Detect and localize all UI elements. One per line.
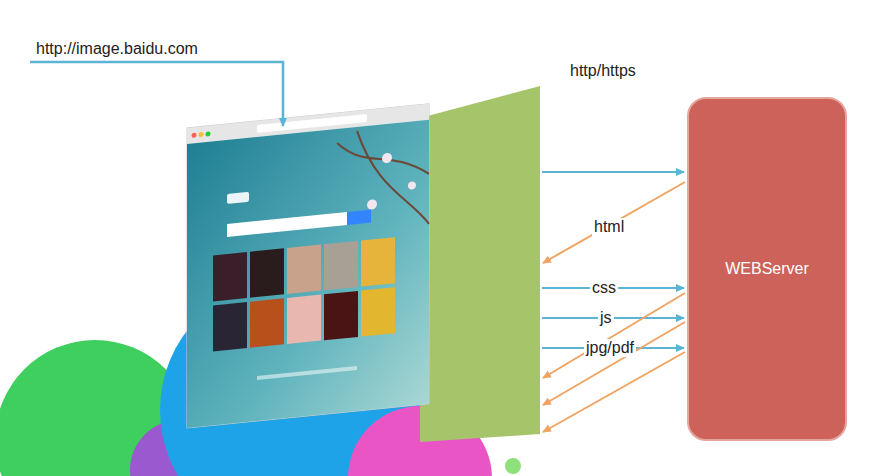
blossom [408,181,416,190]
browser-frame [187,104,429,428]
thumbnail [213,302,247,351]
thumbnail [250,248,284,297]
branch [337,124,429,233]
url-label: http://image.baidu.com [34,40,200,58]
server-label: WEBServer [725,260,809,278]
thumbnail [361,237,395,286]
resource-label: jpg/pdf [584,339,636,357]
network-panel [420,86,540,442]
protocol-label: http/https [568,62,638,80]
window-dot [206,131,211,137]
thumbnail [324,291,358,340]
thumbnail [324,241,358,290]
resource-label: css [590,279,618,297]
response-arrow [543,352,685,432]
response-label: html [592,218,626,236]
blossom [367,199,377,210]
response-arrow [543,182,685,263]
resource-label: js [598,309,614,327]
logo-mark [227,192,249,204]
footer-bar [257,366,357,380]
thumbnail-grid [213,237,395,351]
url-pointer [30,62,283,126]
window-dot [199,132,204,138]
server-shape [688,98,846,440]
thumbnail [213,252,247,301]
request-arrow [542,171,684,173]
request-arrows [542,172,684,348]
thumbnail [287,295,321,344]
blossom [382,153,392,164]
search-button [347,210,371,225]
page-background [187,120,429,428]
server-box: WEBServer [688,98,846,440]
browser-screenshot [187,104,429,428]
thumbnail [287,245,321,294]
search-box [227,212,347,237]
thumbnail [250,298,284,347]
small-dot [505,458,521,474]
thumbnail [361,287,395,336]
response-arrows [543,182,685,432]
window-dot [192,133,197,139]
